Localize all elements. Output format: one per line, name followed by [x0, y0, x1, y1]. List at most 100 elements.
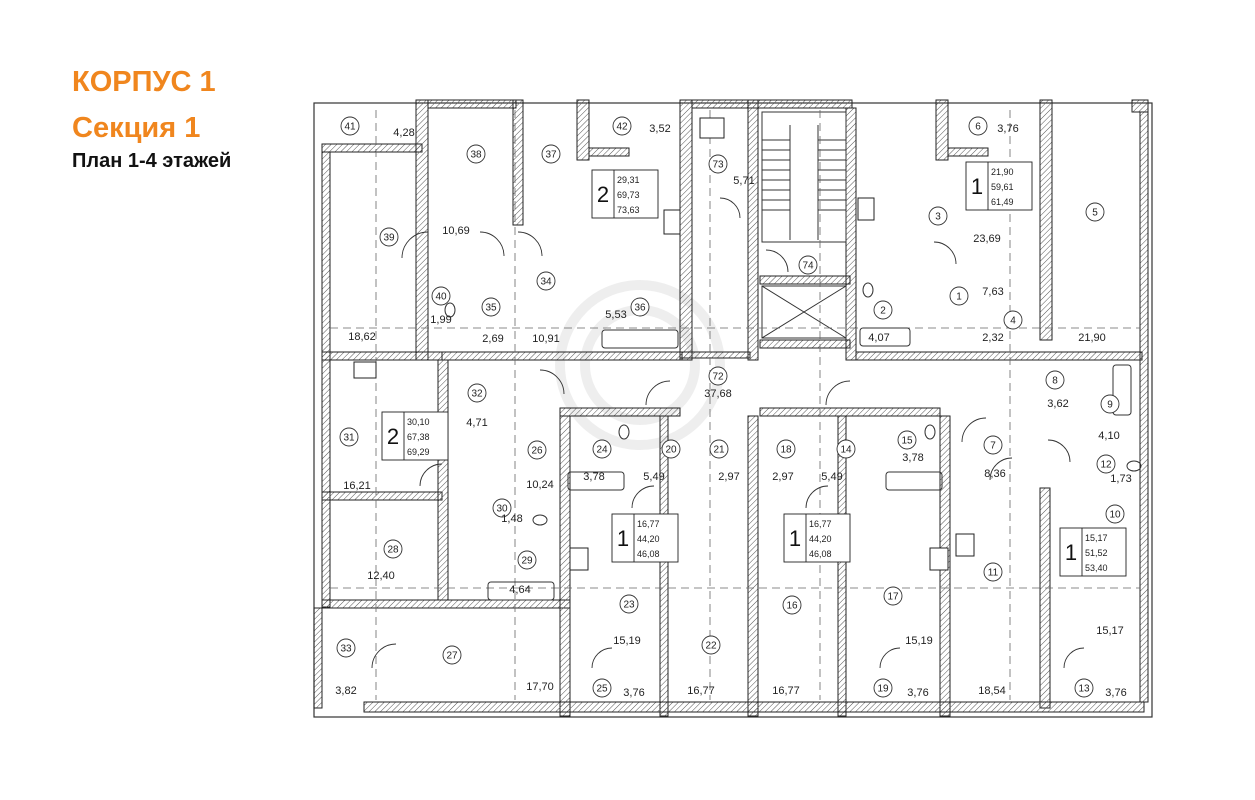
room-number: 8 — [1052, 376, 1058, 387]
apartment-rooms-count: 2 — [597, 182, 609, 207]
room-number-marker — [782, 595, 802, 615]
room-label: 74 — [798, 255, 818, 275]
room-area: 16,21 — [343, 480, 371, 492]
room-label: 94,10 — [1098, 394, 1120, 442]
room-area: 2,97 — [718, 471, 739, 483]
room-number: 9 — [1107, 400, 1113, 411]
room-number-marker — [1105, 504, 1125, 524]
room-label: 182,97 — [772, 439, 796, 483]
room-label: 521,90 — [1078, 202, 1106, 344]
room-number: 26 — [531, 446, 543, 457]
room-number: 31 — [343, 433, 355, 444]
room-number-marker — [1003, 310, 1023, 330]
room-number: 18 — [780, 445, 792, 456]
room-area: 7,63 — [982, 286, 1003, 298]
room-area: 3,78 — [583, 471, 604, 483]
door-swings — [371, 197, 1085, 669]
room-number-marker — [949, 286, 969, 306]
room-number-marker — [873, 678, 893, 698]
room-area: 10,69 — [442, 225, 470, 237]
apartment-living-area: 15,17 — [1085, 533, 1108, 543]
room-number-marker — [592, 678, 612, 698]
walls — [313, 99, 1149, 717]
room-number: 73 — [712, 160, 724, 171]
room-label: 38 10,69 — [442, 144, 486, 237]
room-number: 12 — [1100, 460, 1112, 471]
apartment-living-area: 16,77 — [809, 519, 832, 529]
room-area: 1,48 — [501, 513, 522, 525]
room-label: 121,73 — [1096, 454, 1132, 485]
building-title: КОРПУС 1 — [72, 66, 216, 98]
room-number-marker — [928, 206, 948, 226]
apartment-living-area: 16,77 — [637, 519, 660, 529]
room-number-marker — [709, 439, 729, 459]
room-area: 3,76 — [1105, 687, 1126, 699]
room-number-marker — [1085, 202, 1105, 222]
room-label: 153,78 — [897, 430, 924, 464]
room-label: 301,48 — [492, 498, 523, 525]
room-label: 735,71 — [708, 154, 755, 187]
room-number-marker — [630, 297, 650, 317]
room-area: 1,99 — [430, 314, 451, 326]
apartment-rooms-count: 1 — [617, 526, 629, 551]
apartment-total-area: 67,38 — [407, 432, 430, 442]
room-number-marker — [336, 638, 356, 658]
room-number: 38 — [470, 150, 482, 161]
room-number-marker — [897, 430, 917, 450]
room-area: 4,71 — [466, 417, 487, 429]
room-area: 5,49 — [821, 471, 842, 483]
room-label: 26 10,24 — [526, 440, 554, 491]
room-area: 10,24 — [526, 479, 554, 491]
apartment-living-area: 30,10 — [407, 417, 430, 427]
room-number-marker — [612, 116, 632, 136]
room-number-marker — [492, 498, 512, 518]
apartment-rooms-count: 2 — [387, 424, 399, 449]
apartment-full-area: 73,63 — [617, 205, 640, 215]
room-area: 15,19 — [613, 635, 641, 647]
room-label: 145,49 — [821, 439, 856, 483]
room-number: 39 — [383, 233, 395, 244]
room-area: 21,90 — [1078, 332, 1106, 344]
room-area: 5,53 — [605, 309, 626, 321]
room-label: 31 16,21 — [339, 427, 371, 492]
room-number: 6 — [975, 122, 981, 133]
room-area: 17,70 — [526, 681, 554, 693]
room-number-marker — [442, 645, 462, 665]
room-number-marker — [708, 366, 728, 386]
apartment-full-area: 46,08 — [637, 549, 660, 559]
room-number-marker — [536, 271, 556, 291]
apartment-full-area: 61,49 — [991, 197, 1014, 207]
room-number-marker — [517, 550, 537, 570]
room-area: 37,68 — [704, 388, 732, 400]
room-label: 324,71 — [466, 383, 488, 429]
room-number: 42 — [616, 122, 628, 133]
bath-fixtures — [444, 282, 1142, 601]
room-area: 3,78 — [902, 452, 923, 464]
room-label: 401,99 — [430, 286, 452, 326]
room-area: 8,36 — [984, 468, 1005, 480]
room-number-marker — [776, 439, 796, 459]
room-label: 333,82 — [335, 638, 357, 697]
room-area: 5,71 — [733, 175, 754, 187]
room-number: 34 — [540, 277, 552, 288]
room-number: 28 — [387, 545, 399, 556]
room-number: 36 — [634, 303, 646, 314]
room-number: 14 — [840, 445, 852, 456]
room-number: 33 — [340, 644, 352, 655]
room-label: 294,64 — [509, 550, 537, 596]
room-number: 41 — [344, 122, 356, 133]
room-area: 15,17 — [1096, 625, 1124, 637]
room-number-marker — [339, 427, 359, 447]
room-number-marker — [1096, 454, 1116, 474]
room-number: 1 — [956, 292, 962, 303]
